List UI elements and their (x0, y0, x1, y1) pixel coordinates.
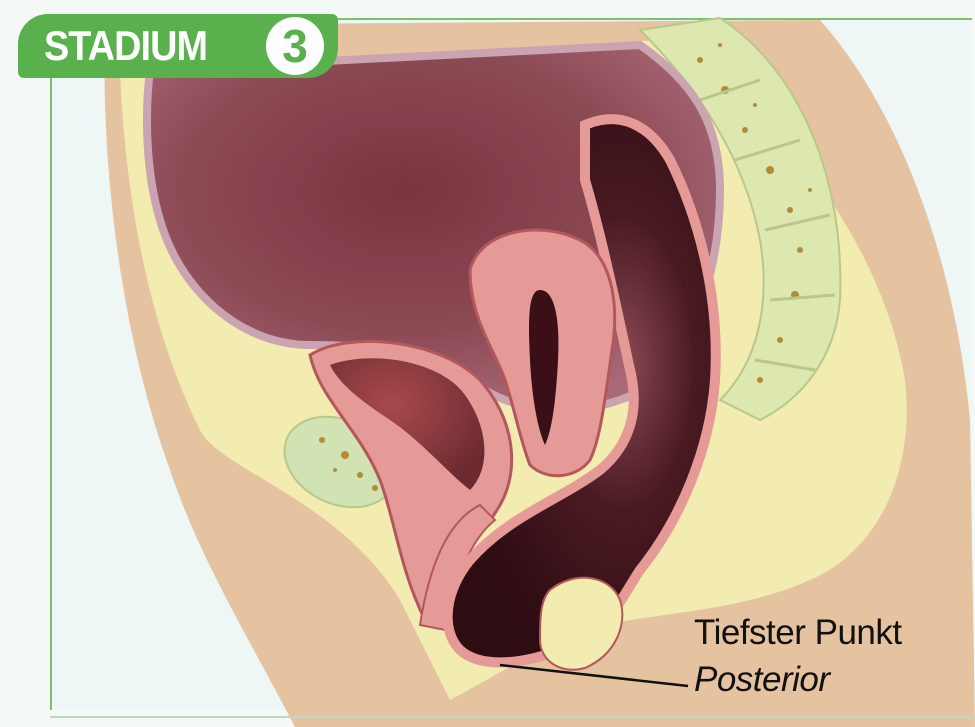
annotation-lowest-point: Tiefster Punkt (694, 613, 902, 653)
stage-badge: STADIUM 3 (18, 14, 338, 78)
annotation-posterior: Posterior (694, 660, 830, 700)
stage-badge-number: 3 (266, 17, 324, 75)
bottom-divider (50, 716, 975, 718)
stage-badge-label: STADIUM (44, 22, 207, 70)
